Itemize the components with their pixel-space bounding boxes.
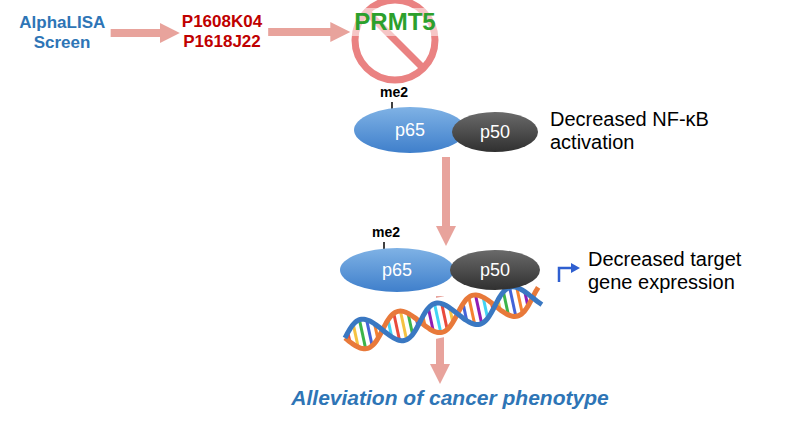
node-text: AlphaLISA Screen [19, 13, 104, 53]
dna-strand [345, 287, 542, 341]
flow-arrow [111, 29, 164, 37]
dna-strand [345, 287, 538, 348]
base-pair [400, 311, 406, 340]
node-text: p50 [480, 260, 510, 281]
node-text: PRMT5 [354, 8, 435, 36]
screen-step: AlphaLISA Screen [19, 13, 104, 53]
node-text: p65 [395, 120, 425, 141]
methyl-mark: me2 [372, 224, 400, 240]
base-pair [434, 303, 440, 332]
prohibition-circle [355, 0, 435, 80]
base-pair [475, 295, 481, 324]
expression-arrow [559, 268, 573, 282]
base-pair [510, 287, 516, 316]
p65-subunit: p65 [354, 107, 466, 153]
node-text: p65 [382, 260, 412, 281]
outcome-text: Alleviation of cancer phenotype [291, 386, 608, 410]
p50-subunit: p50 [452, 112, 538, 152]
prohibition-sign [355, 0, 435, 80]
compound-names: P1608K04 P1618J22 [182, 12, 262, 52]
target-enzyme: PRMT5 [352, 8, 437, 36]
base-pair [359, 320, 365, 349]
flow-arrow [268, 28, 334, 36]
node-text: P1608K04 P1618J22 [182, 12, 262, 52]
flow-arrow [442, 157, 450, 230]
node-text: Alleviation of cancer phenotype [291, 386, 608, 410]
effect-note: Decreased NF-κB activation [550, 108, 750, 154]
effect-note: Decreased target gene expression [588, 248, 788, 294]
p65-subunit: p65 [340, 248, 454, 292]
node-text: p50 [480, 122, 510, 143]
methyl-mark: me2 [380, 84, 408, 100]
p50-subunit: p50 [450, 250, 540, 290]
